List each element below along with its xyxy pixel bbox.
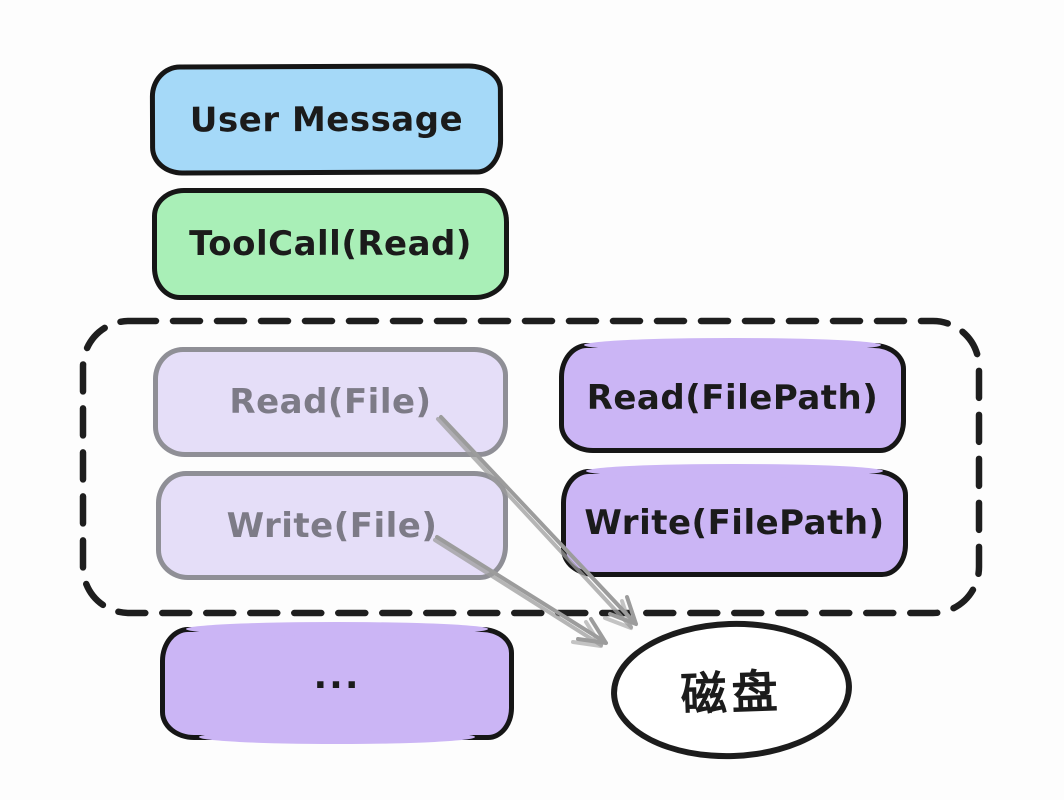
node-write-filepath-label: Write(FilePath): [584, 503, 885, 543]
node-read-filepath-label: Read(FilePath): [586, 378, 879, 418]
node-read-file-deprecated: Read(File): [153, 347, 508, 457]
node-read-file-label: Read(File): [229, 382, 432, 422]
node-disk: 磁盘: [608, 616, 855, 764]
node-disk-label: 磁盘: [679, 664, 784, 722]
node-more-tools: ...: [160, 622, 514, 744]
node-write-filepath: Write(FilePath): [561, 464, 908, 577]
node-read-filepath: Read(FilePath): [559, 338, 906, 453]
node-more-tools-label: ...: [313, 656, 361, 697]
node-write-file-deprecated: Write(File): [156, 471, 508, 580]
node-user-message: User Message: [149, 63, 504, 176]
node-write-file-label: Write(File): [226, 505, 438, 546]
node-user-message-label: User Message: [189, 99, 464, 140]
node-toolcall-read-label: ToolCall(Read): [189, 224, 472, 264]
node-toolcall-read: ToolCall(Read): [152, 188, 509, 300]
